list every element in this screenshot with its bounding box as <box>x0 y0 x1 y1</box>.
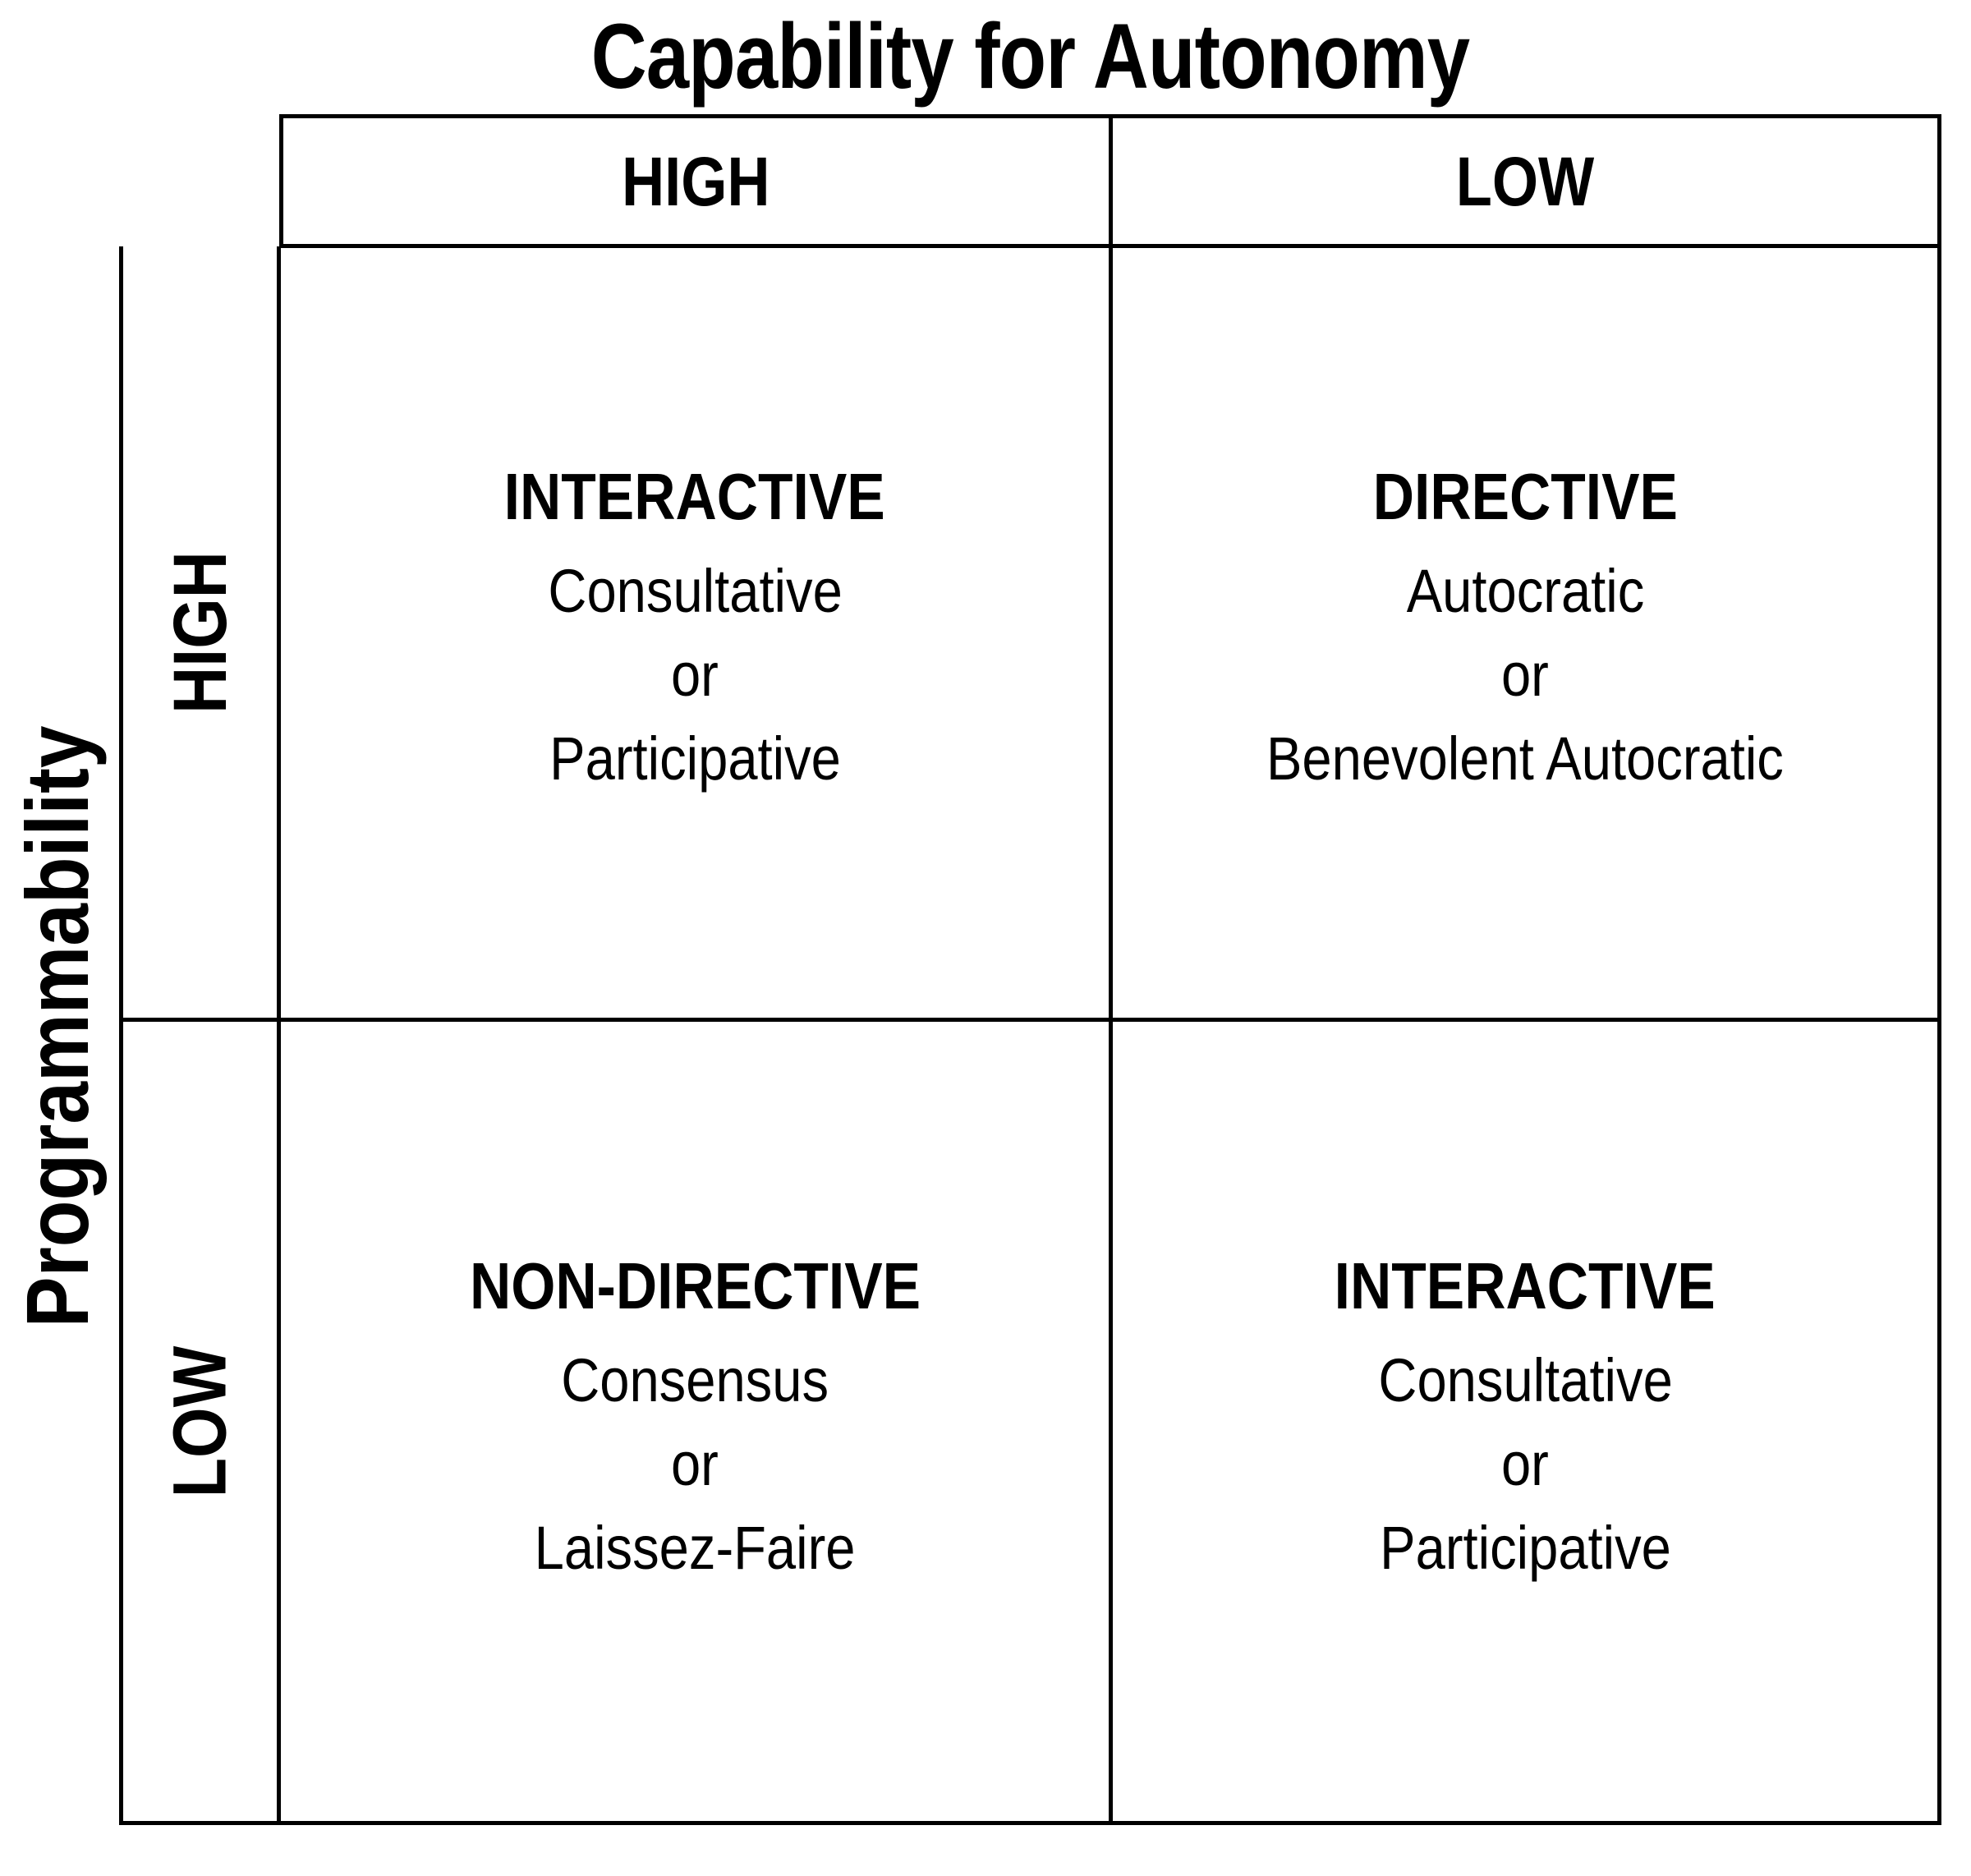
quadrant-high-high: INTERACTIVE Consultative or Participativ… <box>281 246 1109 1018</box>
row-header-high-label: HIGH <box>158 550 242 714</box>
quadrant-high-high-option-2: Participative <box>549 724 841 793</box>
quadrant-low-low-option-1: Consultative <box>1377 1346 1673 1415</box>
column-header-low: LOW <box>1108 118 1938 244</box>
row-header-low-label: LOW <box>158 1345 242 1497</box>
axis-label-programmability-text: Programmability <box>7 725 107 1328</box>
quadrant-high-low-conjunction: or <box>1501 641 1550 710</box>
row-header-high: HIGH <box>123 246 281 1018</box>
quadrant-high-low-heading: DIRECTIVE <box>1372 459 1678 533</box>
column-header-high: HIGH <box>341 118 1050 244</box>
matrix-body: HIGH INTERACTIVE Consultative or Partici… <box>119 246 1941 1825</box>
matrix-row-low: LOW NON-DIRECTIVE Consensus or Laissez-F… <box>123 1022 1937 1821</box>
quadrant-low-high-heading: NON-DIRECTIVE <box>469 1248 921 1322</box>
quadrant-low-high-option-2: Laissez-Faire <box>534 1514 856 1583</box>
quadrant-low-high: NON-DIRECTIVE Consensus or Laissez-Faire <box>281 1022 1109 1821</box>
row-header-low: LOW <box>123 1022 281 1821</box>
quadrant-high-high-conjunction: or <box>671 641 719 710</box>
axis-label-programmability: Programmability <box>7 444 107 1610</box>
matrix-row-high: HIGH INTERACTIVE Consultative or Partici… <box>123 246 1937 1022</box>
quadrant-low-high-conjunction: or <box>671 1430 719 1499</box>
quadrant-high-low: DIRECTIVE Autocratic or Benevolent Autoc… <box>1109 246 1937 1018</box>
page-title: Capability for Autonomy <box>590 5 1470 108</box>
quadrant-high-high-heading: INTERACTIVE <box>504 459 886 533</box>
quadrant-high-high-option-1: Consultative <box>547 557 843 626</box>
column-header-low-label: LOW <box>1455 142 1595 220</box>
quadrant-low-high-option-1: Consensus <box>561 1346 829 1415</box>
quadrant-high-low-option-1: Autocratic <box>1406 557 1644 626</box>
quadrant-low-low-heading: INTERACTIVE <box>1335 1248 1716 1322</box>
column-header-high-label: HIGH <box>621 142 770 220</box>
quadrant-low-low-option-2: Participative <box>1379 1514 1671 1583</box>
quadrant-high-low-option-2: Benevolent Autocratic <box>1266 724 1785 793</box>
column-header-row: HIGH LOW <box>279 114 1941 248</box>
quadrant-low-low-conjunction: or <box>1501 1430 1550 1499</box>
quadrant-low-low: INTERACTIVE Consultative or Participativ… <box>1109 1022 1937 1821</box>
